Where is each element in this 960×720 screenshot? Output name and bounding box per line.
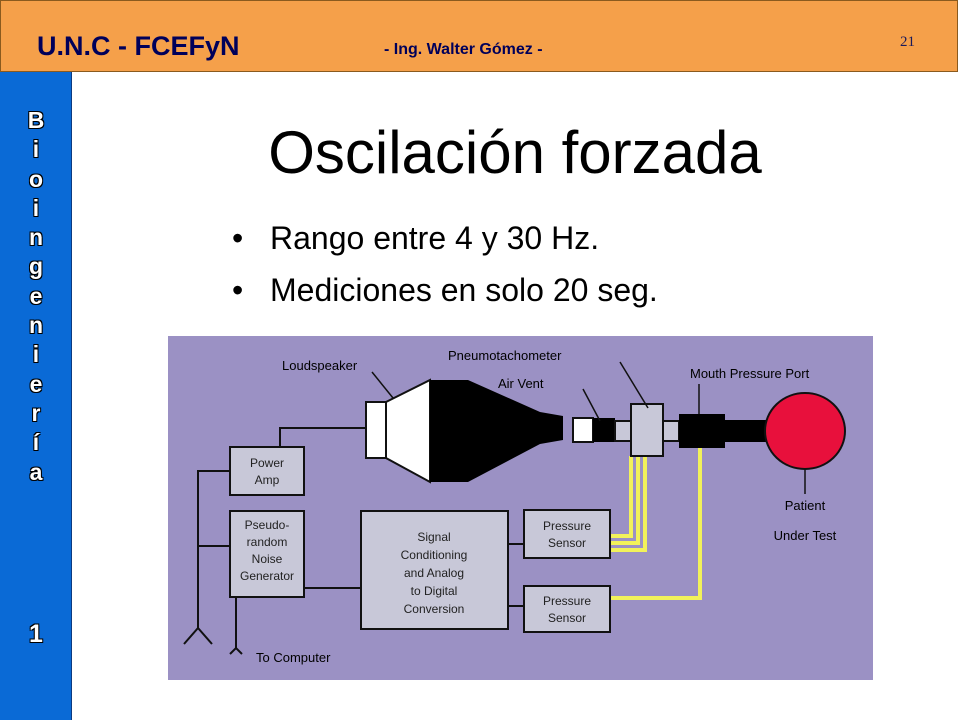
mouth-pressure-port-icon (679, 414, 725, 448)
sidebar-letter: i (32, 341, 40, 368)
noise-generator-label: Pseudo- (245, 518, 290, 532)
tube-segment-icon (725, 420, 767, 442)
slide-number: 21 (900, 34, 915, 50)
to-computer-label: To Computer (256, 650, 331, 665)
sidebar-letter: B (27, 107, 45, 133)
bullet-text: Rango entre 4 y 30 Hz. (270, 220, 600, 256)
pneumotachometer-icon (630, 403, 664, 457)
header-bar: U.N.C - FCEFyN - Ing. Walter Gómez - 21 (0, 0, 958, 72)
sidebar-letter: g (28, 253, 44, 280)
signal-conditioning-label: Conversion (404, 602, 465, 616)
vertical-title: B i o i n g e n i e r í a (0, 106, 72, 487)
patient-icon (764, 392, 846, 470)
power-amp-box (229, 446, 305, 496)
pressure-sensor-label: Pressure (543, 519, 591, 533)
bullet-marker: • (232, 272, 244, 308)
air-vent-icon (572, 417, 594, 443)
tube-segment-icon (662, 420, 680, 442)
sidebar-letter: i (32, 136, 40, 163)
patient-label: Patient (785, 498, 826, 513)
noise-generator-box (229, 510, 305, 598)
pressure-sensor-label: Pressure (543, 594, 591, 608)
diagram-background (168, 336, 873, 680)
brand-title: U.N.C - FCEFyN (37, 31, 240, 61)
noise-generator-label: random (247, 535, 288, 549)
air-vent-label: Air Vent (498, 376, 544, 391)
tube-segment-icon (614, 420, 632, 442)
signal-conditioning-box (360, 510, 509, 630)
noise-generator-label: Generator (240, 569, 294, 583)
bullet-marker: • (232, 220, 244, 256)
bullet-item: • Rango entre 4 y 30 Hz. (232, 220, 658, 272)
power-amp-label: Amp (255, 473, 280, 487)
loudspeaker-label: Loudspeaker (282, 358, 358, 373)
tube-segment-icon (593, 418, 615, 442)
power-amp-label: Power (250, 456, 284, 470)
sidebar-letter: e (29, 370, 43, 397)
patient-label: Under Test (774, 528, 837, 543)
sidebar-letter: n (28, 312, 44, 339)
sidebar-letter: r (31, 399, 41, 426)
sidebar-letter: a (29, 458, 43, 485)
noise-generator-label: Noise (252, 552, 283, 566)
signal-conditioning-label: Signal (417, 530, 450, 544)
airway-tube-icon (430, 380, 563, 482)
sidebar-letter: e (29, 282, 43, 309)
signal-conditioning-label: Conditioning (401, 548, 468, 562)
slide-title: Oscilación forzada (268, 119, 762, 186)
pressure-sensor-label: Sensor (548, 536, 586, 550)
sidebar-letter: i (32, 194, 40, 221)
bullet-text: Mediciones en solo 20 seg. (270, 272, 658, 308)
forced-oscillation-diagram: Loudspeaker Pneumotachometer Air Vent Mo… (168, 336, 873, 680)
bullet-item: • Mediciones en solo 20 seg. (232, 272, 658, 324)
loudspeaker-icon (365, 401, 387, 459)
sidebar: B i o i n g e n i e r í a 1 (0, 72, 72, 720)
pressure-sensor-box (523, 585, 611, 633)
bullet-list: • Rango entre 4 y 30 Hz. • Mediciones en… (232, 220, 658, 324)
author-label: - Ing. Walter Gómez - (384, 41, 543, 58)
pressure-sensor-box (523, 509, 611, 559)
sidebar-number: 1 (29, 620, 43, 648)
pneumotachometer-label: Pneumotachometer (448, 348, 562, 363)
signal-conditioning-label: and Analog (404, 566, 464, 580)
pressure-sensor-label: Sensor (548, 611, 586, 625)
sidebar-letter: í (32, 429, 40, 456)
signal-conditioning-label: to Digital (411, 584, 458, 598)
mouth-pressure-port-label: Mouth Pressure Port (690, 366, 810, 381)
yellow-wiring (610, 446, 702, 600)
callout-lines (371, 361, 806, 494)
sidebar-letter: o (28, 165, 44, 192)
sidebar-letter: n (28, 224, 44, 251)
